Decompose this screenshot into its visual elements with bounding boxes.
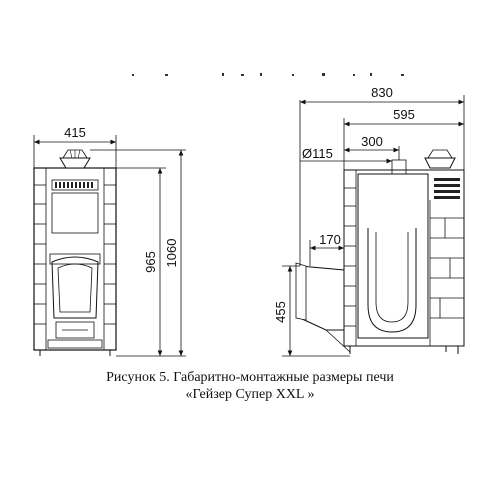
side-view (295, 149, 465, 354)
side-dimensions (282, 95, 465, 357)
body-width-label: 595 (393, 107, 415, 122)
front-dimensions (33, 135, 186, 357)
pipe-diameter-label: Ø115 (302, 146, 333, 161)
front-height-large-label: 1060 (164, 239, 179, 268)
tunnel-length-label: 170 (319, 232, 341, 247)
pipe-offset-label: 300 (361, 134, 383, 149)
front-width-label: 415 (64, 125, 86, 140)
cropped-text-fragments (132, 73, 404, 76)
figure-caption-line1: Рисунок 5. Габаритно-монтажные размеры п… (106, 370, 394, 385)
tunnel-height-label: 455 (273, 301, 288, 323)
front-height-small-label: 965 (143, 251, 158, 273)
overall-width-label: 830 (371, 85, 393, 100)
front-view (33, 149, 117, 356)
figure-caption-line2: «Гейзер Супер XXL » (185, 387, 315, 402)
